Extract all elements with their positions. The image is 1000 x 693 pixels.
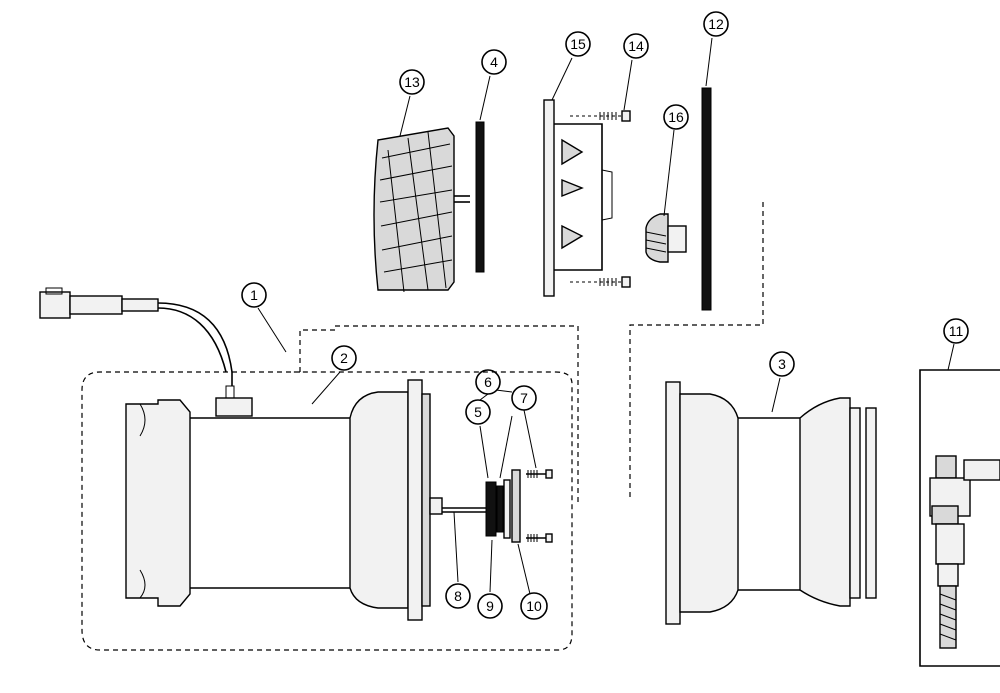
callout-12: 12 xyxy=(703,11,729,37)
valve-item-16 xyxy=(645,213,687,263)
svg-text:13: 13 xyxy=(404,74,420,90)
svg-text:1: 1 xyxy=(250,287,258,303)
svg-text:15: 15 xyxy=(570,36,586,52)
callout-5: 5 xyxy=(465,399,491,425)
svg-text:10: 10 xyxy=(526,598,542,614)
svg-text:11: 11 xyxy=(949,323,964,339)
callout-15: 15 xyxy=(565,31,591,57)
gasket-item-12 xyxy=(701,87,712,311)
callout-7: 7 xyxy=(511,385,537,411)
screws-item-14 xyxy=(570,110,631,288)
callout-8: 8 xyxy=(445,583,471,609)
callout-9: 9 xyxy=(477,593,503,619)
svg-text:4: 4 xyxy=(490,54,498,70)
leader-lines xyxy=(257,37,955,595)
screws-item-7 xyxy=(526,469,553,543)
svg-text:6: 6 xyxy=(484,374,492,390)
cable-connector xyxy=(39,287,233,373)
cover-plate-item-15 xyxy=(543,99,613,297)
valve-body-item-11 xyxy=(919,369,1000,667)
assembly-1-boundary xyxy=(81,371,573,651)
svg-text:14: 14 xyxy=(628,38,644,54)
svg-text:9: 9 xyxy=(486,598,494,614)
callout-3: 3 xyxy=(769,351,795,377)
housing-item-3 xyxy=(665,381,877,625)
callout-4: 4 xyxy=(481,49,507,75)
housing-item-2 xyxy=(125,372,431,621)
svg-text:7: 7 xyxy=(520,390,528,406)
callout-14: 14 xyxy=(623,33,649,59)
callout-13: 13 xyxy=(399,69,425,95)
callout-1: 1 xyxy=(241,282,267,308)
svg-text:16: 16 xyxy=(668,109,684,125)
svg-text:8: 8 xyxy=(454,588,462,604)
callout-6-tie xyxy=(479,389,513,401)
impeller-item-13 xyxy=(373,127,470,293)
leader-dashed-group-3 xyxy=(629,202,764,500)
callout-16: 16 xyxy=(663,104,689,130)
svg-text:5: 5 xyxy=(474,404,482,420)
svg-text:2: 2 xyxy=(340,350,348,366)
svg-text:3: 3 xyxy=(778,356,786,372)
gasket-item-4 xyxy=(475,121,485,273)
callout-2: 2 xyxy=(331,345,357,371)
leader-dashed-group-1 xyxy=(335,325,579,505)
callout-10: 10 xyxy=(520,592,548,620)
callout-11: 11 xyxy=(943,318,969,344)
seal-stack xyxy=(429,469,521,543)
svg-text:12: 12 xyxy=(708,16,724,32)
